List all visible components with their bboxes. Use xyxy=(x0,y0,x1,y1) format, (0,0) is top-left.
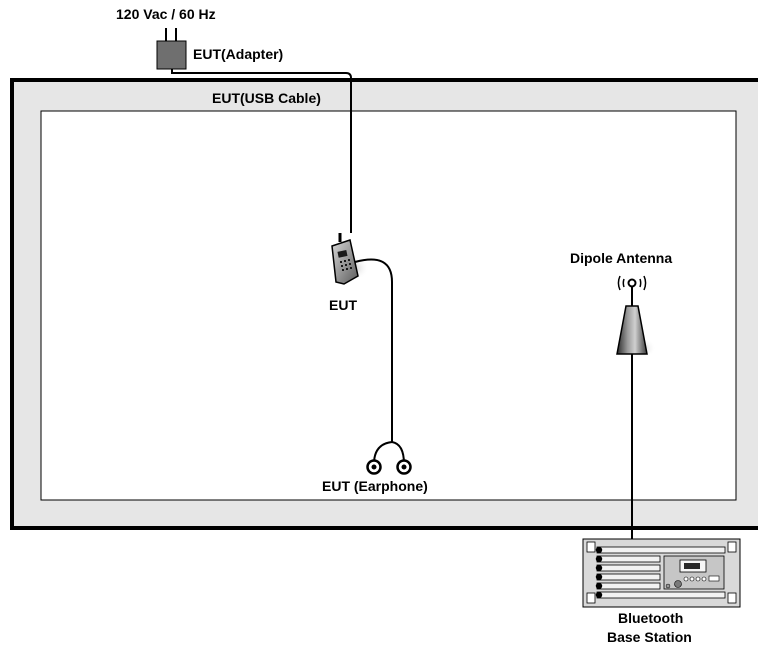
earphone-cable xyxy=(354,258,393,442)
adapter-label: EUT(Adapter) xyxy=(193,46,284,62)
eut-label: EUT xyxy=(329,297,357,313)
usb-cable-label: EUT(USB Cable) xyxy=(212,90,321,106)
usb-cable xyxy=(171,69,352,233)
power-source-label: 120 Vac / 60 Hz xyxy=(116,6,216,22)
base-station-label-line1: Bluetooth xyxy=(618,610,684,626)
earphone-label: EUT (Earphone) xyxy=(322,478,428,494)
base-station-icon xyxy=(582,538,741,608)
antenna-icon xyxy=(616,275,656,358)
earphone-icon xyxy=(366,459,412,475)
adapter-icon xyxy=(156,28,187,70)
antenna-label: Dipole Antenna xyxy=(570,250,673,266)
phone-icon xyxy=(331,233,369,285)
test-table xyxy=(10,78,758,530)
base-station-label-line2: Base Station xyxy=(607,629,692,645)
